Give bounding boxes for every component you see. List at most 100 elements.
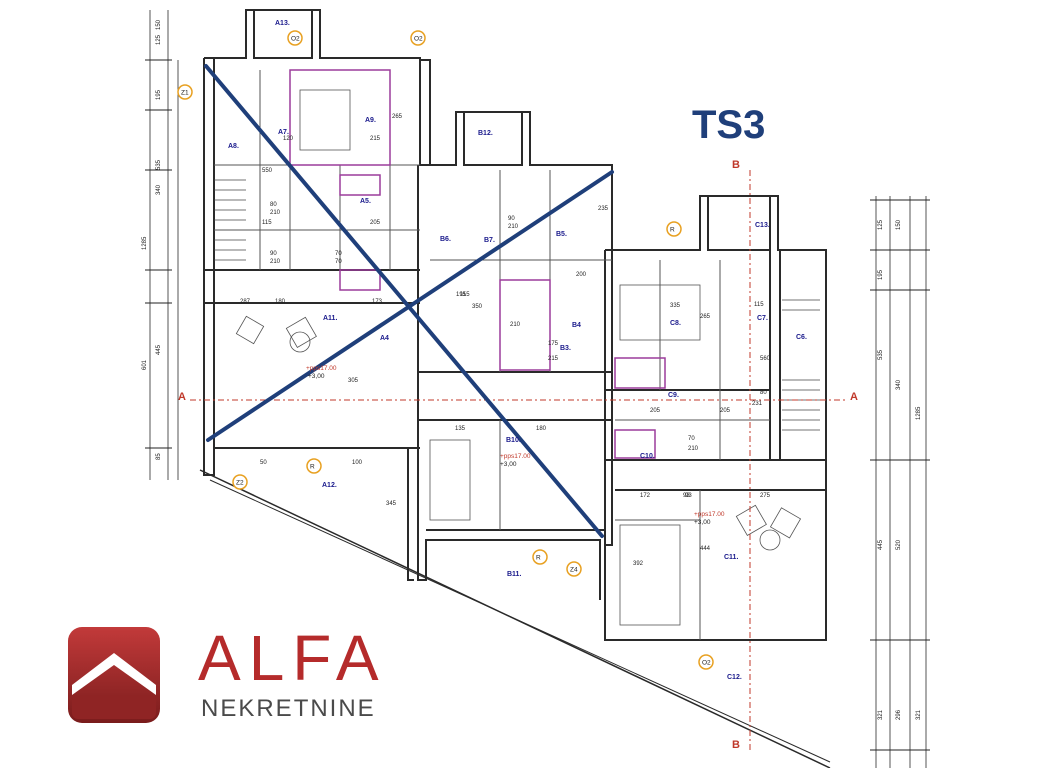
dimension-label: 444 — [700, 546, 711, 552]
dimension-label: 120 — [283, 136, 294, 142]
dimension-label: 321 — [916, 709, 922, 720]
dimension-label: 93 — [685, 493, 692, 499]
dimension-label: 235 — [598, 206, 609, 212]
dimension-label: 173 — [372, 299, 383, 305]
callout-marker: R — [532, 549, 548, 565]
alfa-logo-icon — [68, 627, 160, 723]
callout-marker: Z2 — [232, 474, 248, 490]
section-a-right: A — [850, 391, 858, 403]
room-label: A4 — [380, 335, 389, 342]
room-label: C6. — [796, 334, 807, 341]
elevation-c: +pps17.00 — [694, 511, 725, 518]
dimension-ticks — [145, 59, 930, 751]
dimension-label: 340 — [156, 184, 162, 195]
callout-marker: O2 — [287, 30, 303, 46]
room-label: B5. — [556, 231, 567, 238]
callout-circle — [410, 30, 426, 46]
elevation-a-sub: +3,00 — [308, 373, 325, 380]
dimension-label: 535 — [156, 159, 162, 170]
dimension-label: 305 — [348, 378, 359, 384]
stairs — [214, 179, 820, 431]
room-label: C13. — [755, 222, 770, 229]
dimension-label: 215 — [548, 356, 559, 362]
room-label: C10. — [640, 453, 655, 460]
dimension-label: 345 — [386, 501, 397, 507]
dimension-label: 115 — [460, 292, 470, 298]
callout-label: O2 — [414, 36, 423, 43]
dimension-label: 445 — [156, 344, 162, 355]
callout-label: Z2 — [236, 480, 244, 487]
strike-cross — [204, 64, 614, 538]
room-label: C8. — [670, 320, 681, 327]
section-b-top: B — [732, 159, 740, 171]
callout-label: R — [670, 227, 675, 234]
dimension-label: 172 — [640, 493, 651, 499]
callout-marker: Z4 — [566, 561, 582, 577]
callout-label: Z4 — [570, 567, 578, 574]
room-label: A13. — [275, 20, 290, 27]
dimension-label: 296 — [896, 709, 902, 720]
dimension-label: 265 — [700, 314, 711, 320]
dimension-label: 350 — [472, 304, 483, 310]
callout-marker: O2 — [698, 654, 714, 670]
room-labels: A13.A9.A7.A8.A5.A11.A4A12.B12.B6.B7.B5.B… — [228, 20, 807, 681]
callout-circle — [532, 549, 548, 565]
dimension-label: 321 — [878, 709, 884, 720]
dimension-label: 205 — [370, 220, 381, 226]
dimension-label: 560 — [760, 356, 771, 362]
room-label: C9. — [668, 392, 679, 399]
dimension-label: 210 — [270, 210, 281, 216]
section-b-bottom: B — [732, 739, 740, 751]
dimension-label: 180 — [536, 426, 547, 432]
room-label: B10. — [506, 437, 521, 444]
callout-circle — [232, 474, 248, 490]
dimension-label: 175 — [548, 341, 559, 347]
section-lines — [190, 170, 845, 750]
dimension-label: 392 — [633, 561, 644, 567]
callout-circle — [666, 221, 682, 237]
dimension-label: 445 — [878, 539, 884, 550]
brand-sub: NEKRETNINE — [201, 695, 376, 722]
dimension-label: 70 — [335, 259, 342, 265]
section-a-left: A — [178, 391, 186, 403]
callout-label: R — [536, 555, 541, 562]
section-markers: A A B B — [178, 159, 858, 751]
dimension-label: 335 — [670, 303, 681, 309]
room-label: C11. — [724, 554, 738, 561]
room-label: B4 — [572, 322, 581, 329]
dimension-label: 195 — [156, 89, 162, 100]
dimension-label: 125 — [156, 34, 162, 45]
dimension-label: 195 — [456, 292, 467, 298]
dimension-label: 1285 — [916, 406, 922, 420]
dimension-label: 265 — [392, 114, 403, 120]
callout-circle — [566, 561, 582, 577]
dimension-label: 195 — [878, 269, 884, 280]
dimension-label: 210 — [688, 446, 699, 452]
room-label: A8. — [228, 143, 239, 150]
dimension-label: 50 — [260, 460, 267, 466]
callout-circle — [698, 654, 714, 670]
dimension-label: 70 — [688, 436, 695, 442]
walls — [199, 9, 831, 768]
brand-name: ALFA — [198, 622, 387, 694]
callout-marker: Z1 — [177, 84, 193, 100]
dimension-label: 135 — [455, 426, 466, 432]
dimension-label: 125 — [878, 219, 884, 230]
plan-title: TS3 — [692, 103, 765, 147]
callout-marker: R — [666, 221, 682, 237]
dimension-label: 210 — [510, 322, 521, 328]
dimension-label: 70 — [335, 251, 342, 257]
callout-label: O2 — [291, 36, 300, 43]
dimension-label: 210 — [270, 259, 281, 265]
dimension-label: 90 — [508, 216, 515, 222]
elevation-a: +pps17.00 — [306, 365, 337, 372]
dimension-label: 115 — [262, 220, 272, 226]
room-label: A7. — [278, 129, 289, 136]
room-label: A12. — [322, 482, 337, 489]
room-label: A5. — [360, 198, 371, 205]
partitions — [289, 69, 666, 459]
dimension-label: 210 — [508, 224, 519, 230]
